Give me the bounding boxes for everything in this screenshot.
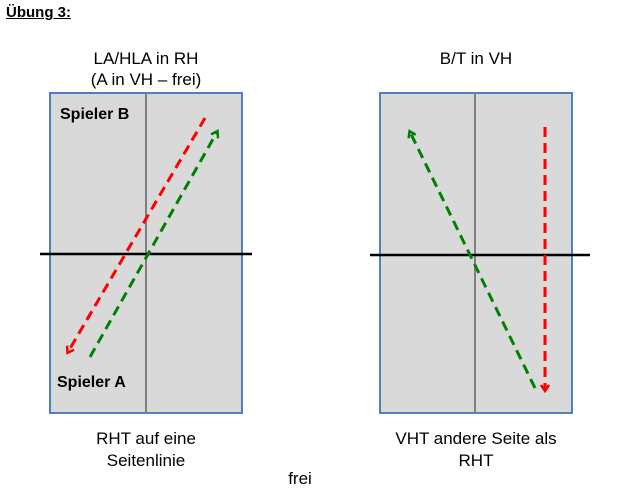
right-court-title: B/T in VH [439,49,513,68]
right-caption-line1: VHT andere Seite als [395,429,557,448]
left-title-line2: (A in VH – frei) [90,70,202,89]
left-court-caption: RHT auf eine Seitenlinie [50,428,242,472]
exercise-heading: Übung 3: [6,4,71,21]
left-title-line1: LA/HLA in RH [93,49,199,68]
left-caption-line1: RHT auf eine [96,429,196,448]
right-court-caption: VHT andere Seite als RHT [370,428,582,472]
left-red-arrow [68,117,207,352]
right-court [370,92,590,414]
right-caption-line2: RHT [458,451,494,470]
left-caption-line2: Seitenlinie [106,451,186,470]
left-court [40,92,252,414]
player-b-label: Spieler B [60,106,130,123]
left-green-arrow [88,132,217,358]
player-a-label: Spieler A [57,374,126,391]
footer-label: frei [288,469,312,488]
left-court-title: LA/HLA in RH (A in VH – frei) [50,48,242,90]
